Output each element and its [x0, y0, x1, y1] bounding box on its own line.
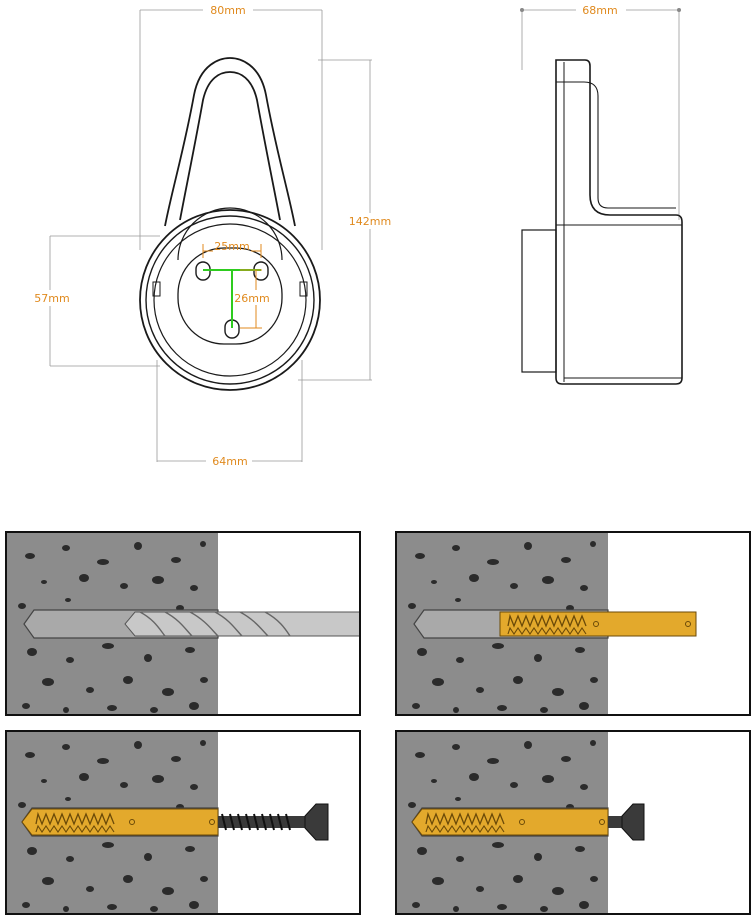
vertical-hole-spacing-label: 26mm: [234, 292, 269, 305]
hook-side-outline: [521, 59, 683, 385]
hook-front-outline: [139, 57, 321, 391]
wall-anchor-inserted-icon: [499, 611, 697, 637]
side-view: 68mm: [520, 3, 683, 385]
side-width-dimension-label: 68mm: [582, 4, 617, 17]
lower-height-dimension-label: 57mm: [34, 292, 69, 305]
install-step-1: [5, 531, 361, 716]
width-dimension-label: 80mm: [210, 4, 245, 17]
base-width-dimension-label: 64mm: [212, 455, 247, 468]
screw-fully-driven-icon: [411, 803, 645, 841]
screw-entering-anchor-icon: [21, 803, 329, 841]
height-dimension-label: 142mm: [349, 215, 391, 228]
front-view: 80mm 142mm 57mm 64mm: [30, 3, 393, 468]
install-step-2: [395, 531, 751, 716]
horizontal-hole-spacing-label: 25mm: [214, 240, 249, 253]
install-step-3: [5, 730, 361, 915]
drill-bit-in-wall-icon: [124, 611, 360, 637]
install-step-4: [395, 730, 751, 915]
